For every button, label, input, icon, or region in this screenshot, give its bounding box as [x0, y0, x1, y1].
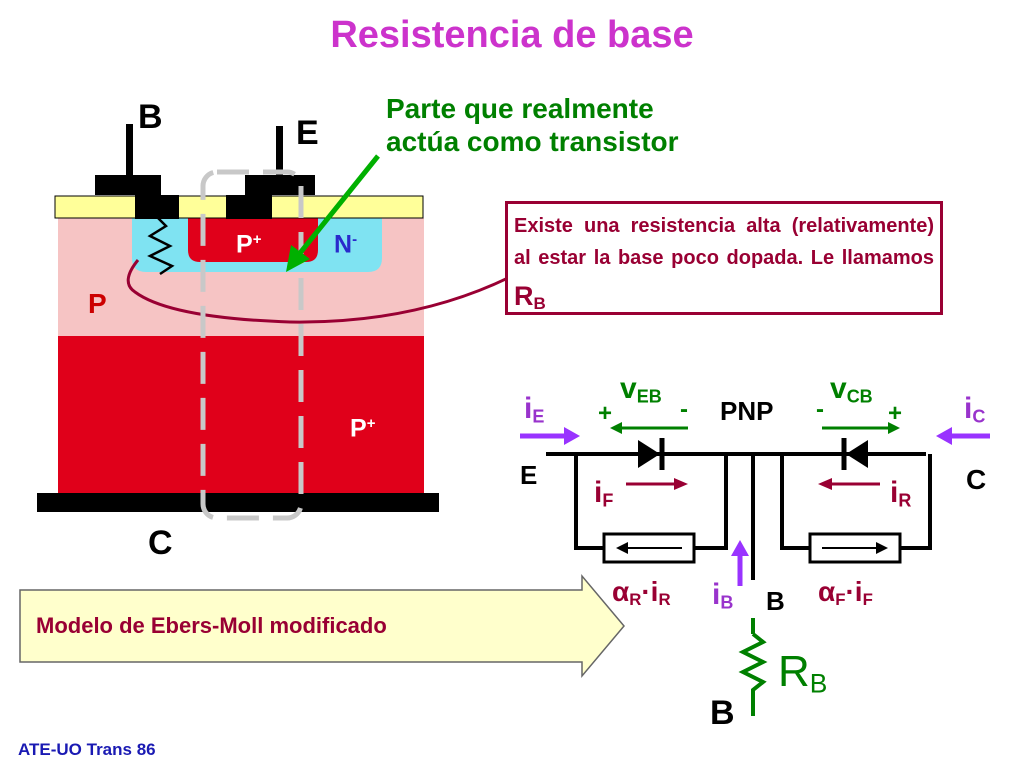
base-region-sup: - [352, 231, 358, 248]
vcb-arrowhead [888, 422, 900, 434]
callout-rb-main: R [514, 280, 534, 311]
if-arrowhead [674, 478, 688, 490]
base-current-path [126, 259, 521, 324]
ib-sub: B [720, 592, 734, 613]
src-right-sub1: F [835, 590, 846, 610]
active-transistor-outline [200, 169, 304, 521]
node-c-label: C [966, 464, 987, 495]
src-left-dot: ·i [641, 576, 659, 607]
callout-rb-sub: B [533, 293, 546, 313]
footer-label: ATE-UO Trans 86 [18, 740, 156, 759]
emitter-region-label: P+ [236, 232, 261, 257]
emitter-region-sup: + [252, 231, 262, 248]
rb-resistor-symbol [738, 632, 768, 716]
diode-cb-symbol [846, 440, 868, 468]
emitter-contact-pad [245, 175, 315, 195]
base-contact-plug [135, 195, 179, 219]
callout-rb-symbol: RB [514, 280, 546, 313]
veb-minus: - [680, 396, 688, 423]
vcb-minus: - [816, 396, 824, 423]
base-resistance-callout: Existe una resistencia alta (relativamen… [505, 201, 943, 315]
ib-label: iB [712, 580, 733, 612]
veb-arrowhead [610, 422, 622, 434]
if-label: iF [594, 478, 613, 510]
base-resistor-symbol [147, 215, 175, 276]
src-left-alpha: α [612, 576, 630, 607]
source-right-arrowhead [876, 542, 888, 554]
source-left-label: αR·iR [612, 578, 671, 609]
terminal-emitter-label: E [296, 114, 319, 152]
collector-contact [37, 493, 439, 512]
base-region-text: N [334, 230, 353, 259]
ie-arrowhead [564, 427, 580, 445]
ib-main: i [712, 578, 721, 611]
ib-arrowhead [731, 540, 749, 556]
src-right-alpha: α [818, 576, 836, 607]
ir-main: i [890, 476, 899, 509]
p-plus-emitter [188, 218, 318, 262]
node-b-label: B [766, 586, 785, 616]
veb-label: vEB [620, 374, 662, 406]
source-left-arrowhead [616, 542, 628, 554]
ie-main: i [524, 392, 533, 425]
rb-sub: B [809, 668, 828, 699]
diode-eb-symbol [638, 440, 660, 468]
vcb-label: vCB [830, 374, 873, 406]
src-right-dot: ·i [845, 576, 863, 607]
emitter-contact-plug [226, 195, 272, 219]
collector-high-region-sup: + [366, 415, 376, 432]
ir-arrowhead [818, 478, 832, 490]
collector-low-region-label: P [88, 288, 107, 319]
if-main: i [594, 476, 603, 509]
ic-arrowhead [936, 427, 952, 445]
vcb-plus: + [888, 400, 903, 427]
ic-main: i [964, 392, 973, 425]
p-plus-substrate [58, 336, 424, 494]
rb-label: RB [778, 650, 827, 697]
veb-plus: + [598, 400, 613, 427]
vcb-main: v [830, 372, 847, 405]
note-line-2: actúa como transistor [386, 126, 679, 158]
page-title: Resistencia de base [330, 14, 694, 56]
terminal-base-label: B [138, 98, 163, 136]
ic-label: iC [964, 394, 985, 426]
pointer-arrow-head [286, 245, 310, 272]
model-arrow-label: Modelo de Ebers-Moll modificado [36, 613, 387, 638]
pointer-arrow-shaft [294, 154, 380, 260]
collector-high-region-label: P+ [350, 416, 375, 441]
base-region-label: N- [334, 232, 357, 257]
terminal-collector-label: C [148, 524, 173, 562]
ie-label: iE [524, 394, 544, 426]
active-region-note: Parte que realmente actúa como transisto… [386, 92, 766, 158]
ir-sub: R [898, 490, 912, 511]
node-e-label: E [520, 460, 538, 490]
transistor-type-label: PNP [720, 396, 774, 426]
ir-label: iR [890, 478, 911, 510]
rb-main: R [778, 647, 810, 696]
src-left-sub2: R [658, 590, 671, 610]
collector-high-region-text: P [350, 414, 367, 443]
model-arrow-shape [19, 573, 625, 679]
emitter-terminal-lead [276, 126, 283, 176]
node-b-ext-label: B [710, 694, 735, 732]
src-left-sub1: R [629, 590, 642, 610]
base-contact-pad [95, 175, 161, 195]
note-line-1: Parte que realmente [386, 93, 654, 124]
callout-text: Existe una resistencia alta (relativamen… [514, 215, 934, 270]
src-right-sub2: F [862, 590, 873, 610]
emitter-region-text: P [236, 230, 253, 259]
vcb-sub: CB [846, 386, 873, 407]
base-terminal-lead [126, 124, 133, 176]
ie-sub: E [532, 406, 545, 427]
if-sub: F [602, 490, 614, 511]
ic-sub: C [972, 406, 986, 427]
veb-sub: EB [636, 386, 662, 407]
veb-main: v [620, 372, 637, 405]
source-right-label: αF·iF [818, 578, 873, 609]
